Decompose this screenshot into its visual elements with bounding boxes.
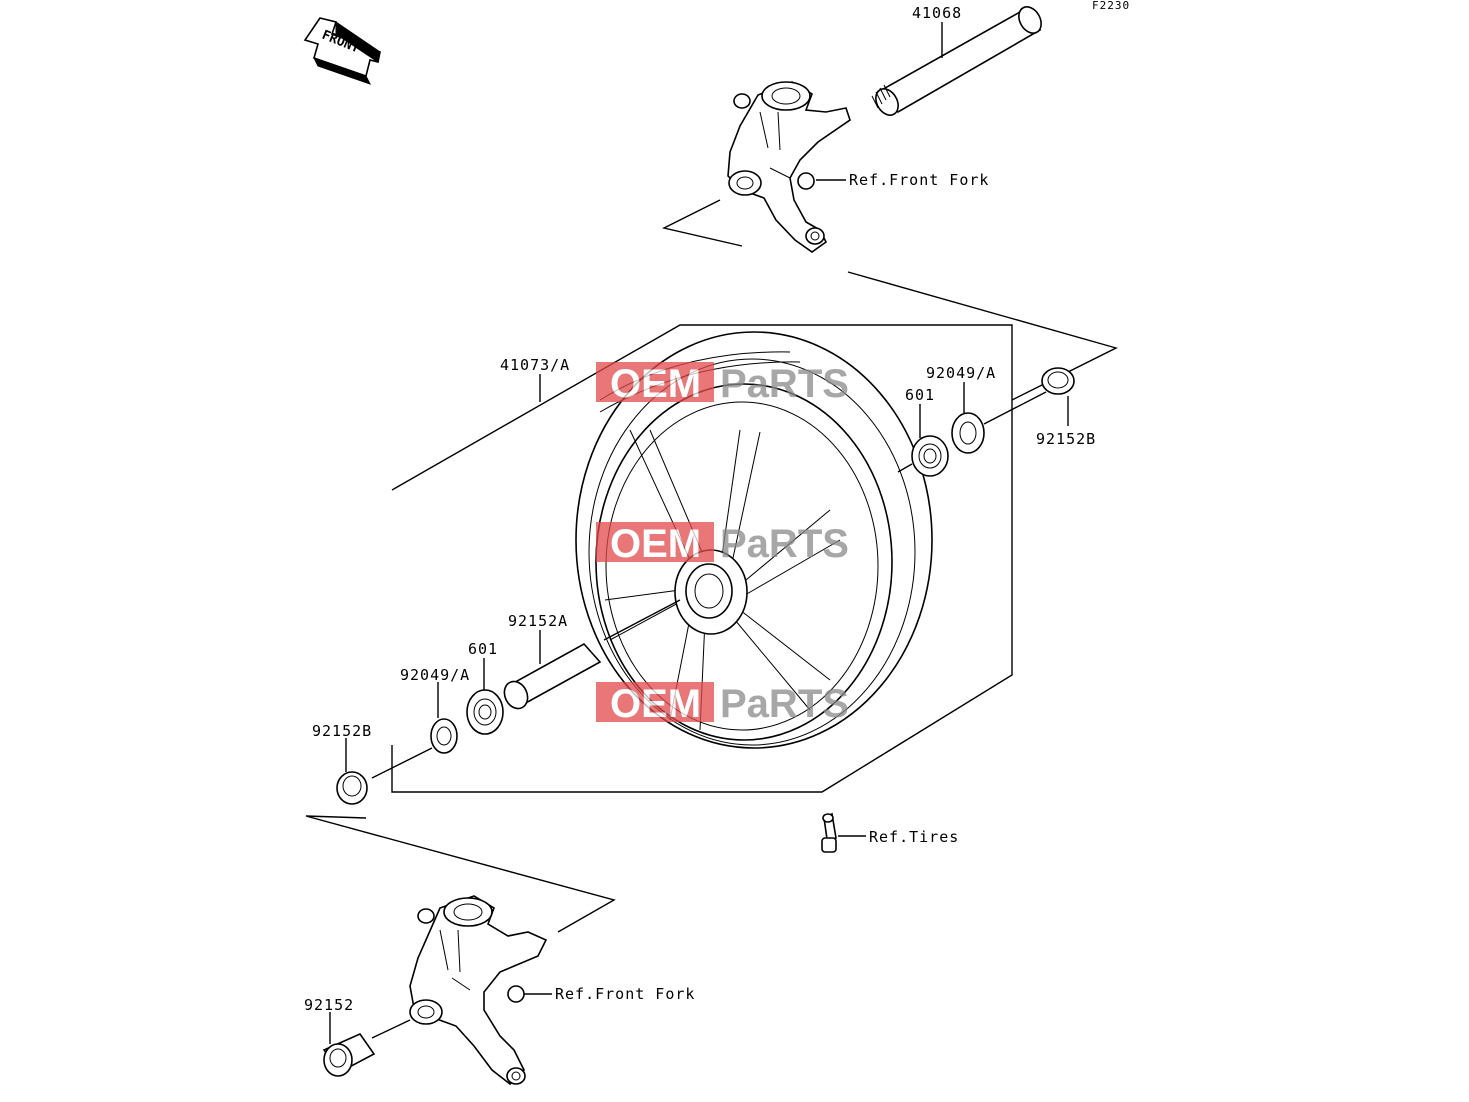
collar-right — [1041, 367, 1075, 395]
callout-92049-a-left: 92049/A — [400, 666, 470, 684]
callout-92152a: 92152A — [508, 612, 568, 630]
axle-collar-92152 — [322, 1033, 376, 1077]
bearing-left — [466, 689, 504, 735]
watermark-top-parts: PaRTS — [720, 362, 849, 406]
callout-ref-front-fork-bottom[interactable]: Ref.Front Fork — [555, 985, 695, 1003]
collar-left — [336, 771, 368, 805]
fork-bottom-leader — [305, 815, 616, 933]
wheel-bracket — [391, 324, 1013, 793]
diagram-code: F2230 — [1092, 0, 1130, 12]
callout-41073-a: 41073/A — [500, 356, 570, 374]
watermark-top: OEM PaRTS — [596, 362, 849, 406]
bearing-right — [911, 435, 949, 477]
callout-92152b-left: 92152B — [312, 722, 372, 740]
watermark-middle: OEM PaRTS — [596, 522, 849, 566]
oil-seal-right — [951, 412, 985, 454]
tire-valve-icon — [821, 812, 837, 853]
callout-601-right: 601 — [905, 386, 935, 404]
callout-92152b-right: 92152B — [1036, 430, 1096, 448]
spacer-92152A — [503, 642, 602, 710]
callout-ref-tires[interactable]: Ref.Tires — [869, 828, 959, 846]
watermark-bottom-parts: PaRTS — [720, 682, 849, 726]
front-fork-leg-right — [727, 81, 851, 253]
callout-41068: 41068 — [912, 4, 962, 22]
oil-seal-left — [430, 718, 458, 754]
front-wheel-41073 — [575, 331, 933, 749]
callout-92152: 92152 — [304, 996, 354, 1014]
watermark-middle-parts: PaRTS — [720, 522, 849, 566]
callout-ref-front-fork-top[interactable]: Ref.Front Fork — [849, 171, 989, 189]
callout-601-left: 601 — [468, 640, 498, 658]
watermark-bottom-oem: OEM — [610, 682, 701, 726]
front-arrow-icon: FRONT — [303, 17, 381, 85]
axle-41068 — [871, 6, 1042, 116]
watermark-bottom: OEM PaRTS — [596, 682, 849, 726]
watermark-middle-oem: OEM — [610, 522, 701, 566]
watermark-top-oem: OEM — [610, 362, 701, 406]
fork-top-leader — [661, 199, 743, 247]
callout-92049-a-right: 92049/A — [926, 364, 996, 382]
front-fork-leg-left — [409, 895, 548, 1086]
